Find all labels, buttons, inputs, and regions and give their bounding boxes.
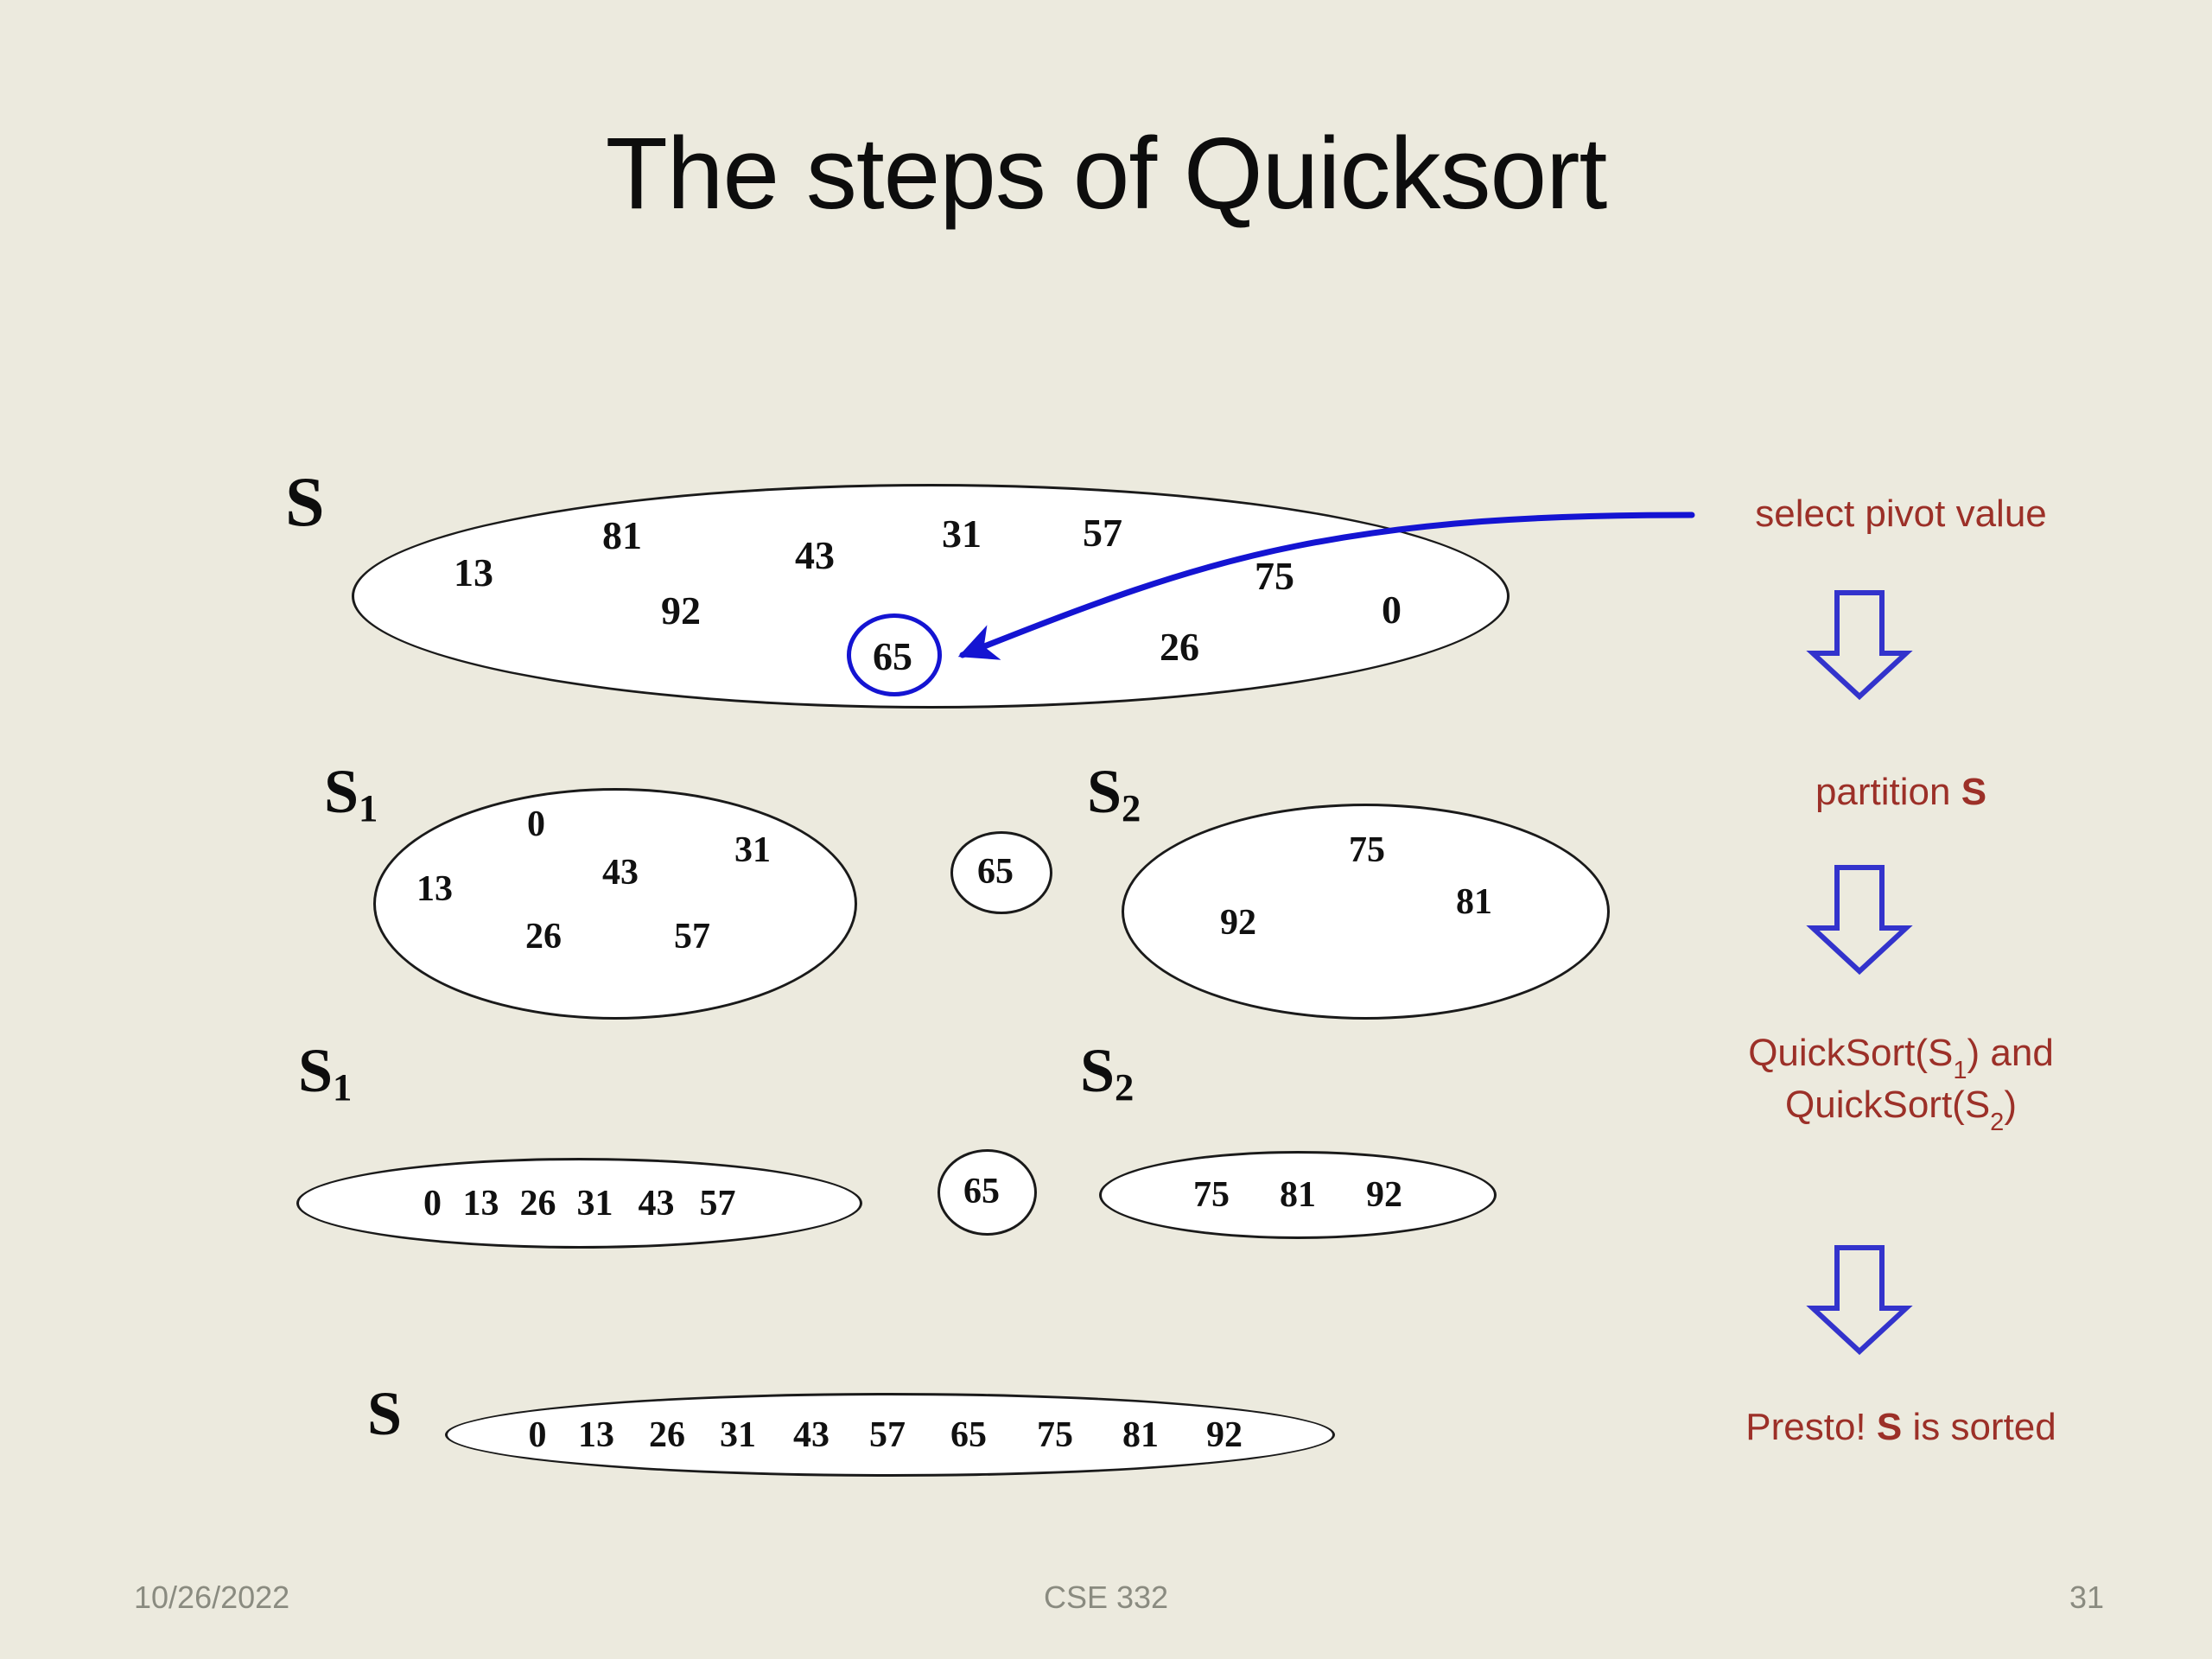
stage2-right-set-label-sub: 2 (1122, 785, 1141, 830)
annotation-partition-set: S (1961, 771, 1987, 813)
stage3-left-values: 0 13 26 31 43 57 (296, 1158, 862, 1249)
annotation-quicksort-line2: QuickSort(S2) (1785, 1084, 2017, 1136)
stage1-value-26: 26 (1160, 625, 1199, 669)
stage3-right-value: 81 (1280, 1175, 1316, 1215)
stage3-right-set-label: S2 (1080, 1036, 1134, 1106)
stage2-right-value-81: 81 (1456, 882, 1492, 922)
stage3-left-value: 31 (576, 1183, 613, 1224)
page-title: The steps of Quicksort (605, 117, 1607, 231)
footer-page-number: 31 (2069, 1580, 2104, 1615)
annotation-select-pivot: select pivot value (1676, 491, 2126, 537)
stage3-right-value: 75 (1193, 1175, 1230, 1215)
stage2-pivot-value: 65 (977, 852, 1014, 892)
stage1-value-0: 0 (1382, 588, 1402, 632)
stage1-value-92: 92 (661, 588, 701, 632)
stage2-left-ellipse (373, 788, 857, 1020)
stage2-left-value-31: 31 (734, 830, 771, 870)
stage3-left-set-label-sub: 1 (333, 1065, 353, 1109)
footer-date: 10/26/2022 (134, 1580, 290, 1615)
stage2-left-set-label-sub: 1 (359, 785, 378, 830)
stage2-pivot-ellipse (950, 831, 1052, 914)
stage3-left-value: 57 (699, 1183, 736, 1224)
annotation-quicksort-line2-a: QuickSort(S (1785, 1084, 1991, 1127)
stage4-value: 81 (1122, 1414, 1159, 1455)
stage4-set-label-text: S (367, 1379, 403, 1448)
stage2-left-value-13: 13 (416, 869, 453, 909)
stage2-right-set-label: S2 (1087, 757, 1141, 827)
annotation-select-pivot-text: select pivot value (1755, 493, 2047, 535)
stage4-values: 0 13 26 31 43 57 65 75 81 92 (445, 1393, 1335, 1477)
stage4-value: 57 (869, 1414, 906, 1455)
pivot-arrow (957, 512, 1695, 660)
stage3-left-ellipse (296, 1158, 862, 1249)
stage4-set-label: S (367, 1382, 402, 1445)
annotation-quicksort-line2-b: ) (2004, 1084, 2017, 1127)
stage2-left-set-label-text: S (324, 757, 359, 826)
stage4-value: 31 (720, 1414, 756, 1455)
stage1-value-43: 43 (795, 533, 835, 577)
annotation-presto: Presto! S is sorted (1668, 1404, 2134, 1451)
stage2-right-ellipse (1122, 804, 1610, 1020)
stage2-left-value-0: 0 (527, 804, 545, 844)
stage1-value-81: 81 (602, 513, 642, 557)
stage3-right-ellipse (1099, 1151, 1497, 1239)
stage2-left-value-26: 26 (525, 917, 562, 957)
stage3-pivot-ellipse (938, 1149, 1037, 1236)
stage2-left-value-43: 43 (602, 853, 639, 893)
stage2-right-value-75: 75 (1349, 830, 1385, 870)
stage1-value-13: 13 (454, 550, 493, 594)
stage4-value: 13 (578, 1414, 614, 1455)
stage1-pivot-value: 65 (873, 634, 912, 678)
stage3-left-set-label-text: S (298, 1036, 334, 1105)
down-arrow-2-icon (1806, 865, 1913, 976)
stage1-value-75: 75 (1255, 554, 1294, 598)
stage4-value: 43 (793, 1414, 830, 1455)
annotation-presto-suffix: is sorted (1902, 1406, 2056, 1448)
stage3-right-set-label-sub: 2 (1115, 1065, 1135, 1109)
stage3-left-value: 0 (423, 1183, 442, 1224)
annotation-quicksort-line1-sub: 1 (1953, 1057, 1967, 1085)
stage2-right-set-label-text: S (1087, 757, 1122, 826)
down-arrow-1-icon (1806, 590, 1913, 701)
stage2-left-set-label: S1 (324, 757, 378, 827)
annotation-quicksort-recursion: QuickSort(S1) and QuickSort(S2) (1676, 1030, 2126, 1136)
stage1-value-57: 57 (1083, 511, 1122, 555)
stage3-left-value: 13 (462, 1183, 499, 1224)
stage4-value: 0 (528, 1414, 547, 1455)
down-arrow-3-icon (1806, 1245, 1913, 1356)
annotation-partition: partition S (1676, 769, 2126, 816)
annotation-presto-set: S (1876, 1406, 1903, 1448)
stage3-left-set-label: S1 (298, 1036, 352, 1106)
stage3-left-value: 26 (519, 1183, 556, 1224)
annotation-presto-prefix: Presto! (1745, 1406, 1877, 1448)
stage3-left-value: 43 (638, 1183, 675, 1224)
stage2-left-value-57: 57 (674, 917, 710, 957)
stage4-value: 26 (649, 1414, 685, 1455)
stage4-value: 75 (1037, 1414, 1073, 1455)
stage4-ellipse (445, 1393, 1335, 1477)
stage3-right-values: 75 81 92 (1099, 1151, 1497, 1239)
stage1-set-label: S (285, 467, 325, 537)
stage3-right-value: 92 (1366, 1175, 1402, 1215)
stage3-right-set-label-text: S (1080, 1036, 1116, 1105)
footer-course: CSE 332 (1043, 1580, 1169, 1615)
stage4-value: 65 (950, 1414, 987, 1455)
annotation-quicksort-line1-b: ) and (1967, 1032, 2054, 1074)
stage1-set-label-text: S (285, 462, 325, 541)
annotation-quicksort-line1: QuickSort(S1) and (1748, 1032, 2054, 1084)
annotation-quicksort-line2-sub: 2 (1990, 1109, 2005, 1137)
pivot-highlight-circle (847, 613, 942, 696)
stage1-value-31: 31 (942, 512, 982, 556)
stage4-value: 92 (1206, 1414, 1243, 1455)
stage3-pivot-value: 65 (963, 1172, 1000, 1211)
annotation-partition-prefix: partition (1815, 771, 1961, 813)
stage2-right-value-92: 92 (1220, 903, 1256, 943)
annotation-quicksort-line1-a: QuickSort(S (1748, 1032, 1954, 1074)
